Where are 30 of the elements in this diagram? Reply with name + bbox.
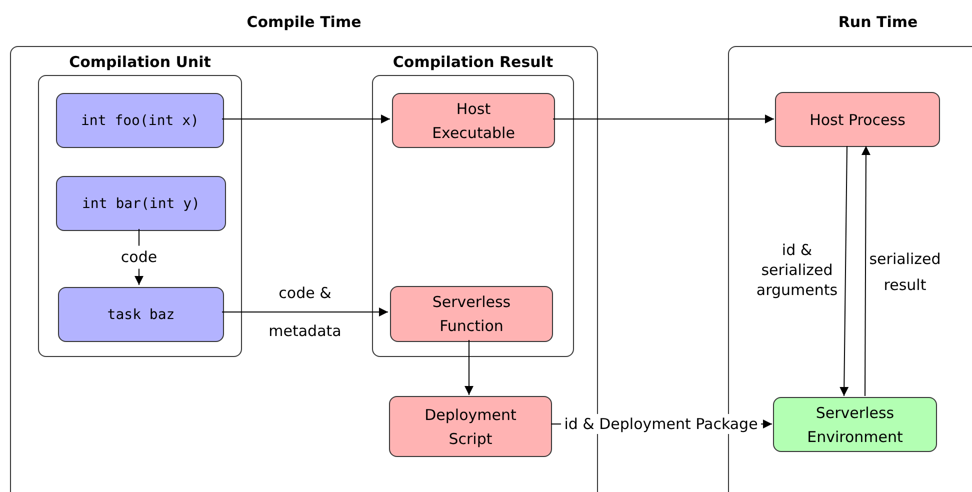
node-label: Serverless Environment [806,402,904,448]
code-box [56,93,224,148]
process-box [775,92,940,147]
group-heading: Compilation Unit [68,52,212,73]
code-box [58,287,224,342]
arrow [464,340,474,396]
edge-label: id & Deployment Package [561,414,761,434]
arrow [552,114,774,124]
process-box [773,397,937,452]
group-heading: Compile Time [246,12,362,33]
node-label: Host Process [808,110,906,130]
arrow [840,146,849,396]
edge-label: serialized result [868,249,942,296]
node-label: int bar(int y) [80,194,201,214]
process-box [389,396,552,457]
node-label: Host Executable [431,98,516,144]
process-box [392,93,555,148]
edge-label: code & metadata [268,283,342,342]
edge-label: id & serialized arguments [755,240,839,300]
process-box [390,286,553,342]
node-label: task baz [106,306,176,324]
arrow [222,308,388,316]
node-label: Serverless Function [431,292,512,337]
node-label: Deployment Script [424,404,518,450]
code-box [56,176,226,231]
arrow [222,114,390,124]
group-heading: Run Time [837,12,919,33]
group-heading: Compilation Result [392,52,554,73]
arrow [861,146,870,396]
node-label: int foo(int x) [80,112,200,130]
